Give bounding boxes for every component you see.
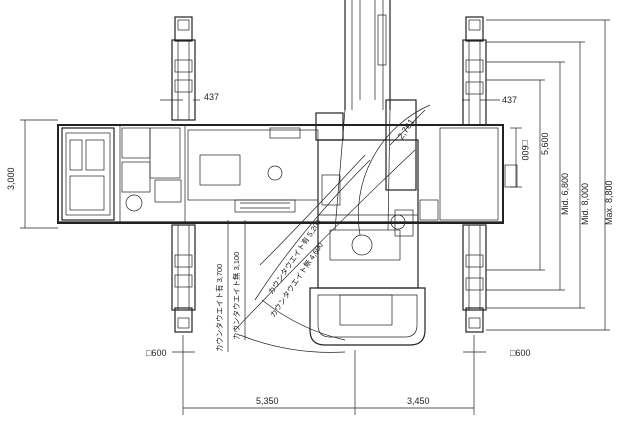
dim-pad-bottom-left: □600 — [146, 348, 166, 358]
dim-reach-with-cw: カウンタウエイト有 3,700 — [214, 264, 224, 352]
dim-tail-radius: 2,761 — [395, 117, 416, 141]
right-outrigger — [462, 16, 487, 333]
dim-reach-without-cw: カウンタウエイト無 3,100 — [231, 252, 241, 340]
left-outrigger — [171, 16, 196, 333]
swing-radius-lines — [234, 104, 431, 353]
boom — [334, 0, 391, 231]
dimension-lines — [20, 19, 610, 415]
dim-rear-length: 5,350 — [256, 396, 279, 406]
dim-pad-right: □600 — [520, 140, 530, 160]
dim-front-length: 3,450 — [407, 396, 430, 406]
dim-span-mid1: Mid. 6,800 — [560, 173, 570, 215]
carrier-body — [57, 124, 518, 230]
dim-span-max: Max. 8,800 — [604, 180, 614, 225]
dim-outrigger-offset-right: 437 — [502, 95, 517, 105]
dim-body-width: 3,000 — [6, 167, 16, 190]
dimension-labels: 437 437 2,761 □600 □600 □600 3,000 5,600… — [6, 92, 614, 406]
upper-structure — [309, 99, 426, 346]
dim-span-min: 5,600 — [540, 132, 550, 155]
dim-outrigger-offset-left: 437 — [204, 92, 219, 102]
dim-span-mid2: Mid. 8,000 — [580, 183, 590, 225]
dim-pad-bottom-right: □600 — [510, 348, 530, 358]
